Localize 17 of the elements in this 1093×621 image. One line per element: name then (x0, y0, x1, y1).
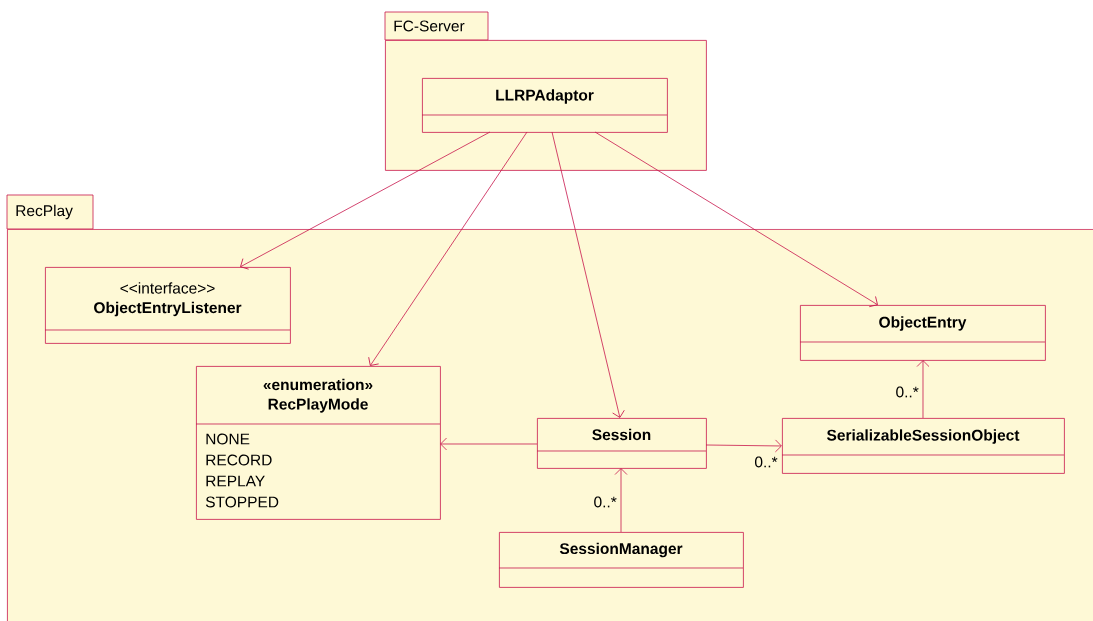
arrow (614, 468, 628, 533)
arrow (368, 131, 528, 366)
class-box: <<interface>> ObjectEntryListener (44, 267, 291, 344)
class-box: «enumeration» RecPlayMode NONE RECORD REPLAY STOPPED (195, 366, 441, 520)
arrow (594, 131, 878, 308)
arrow (240, 131, 491, 270)
arrow (705, 439, 782, 453)
node-label: RecPlay (16, 204, 73, 220)
class-box: SerializableSessionObject (781, 418, 1065, 474)
node-label: FC-Server (394, 20, 465, 32)
class-box: LLRPAdaptor (421, 78, 668, 133)
class-box: Session (536, 418, 707, 469)
class-box: SessionManager (498, 532, 744, 588)
arrow (551, 131, 625, 418)
arrow (440, 437, 538, 451)
class-box: ObjectEntry (799, 305, 1046, 361)
arrow (916, 360, 930, 419)
